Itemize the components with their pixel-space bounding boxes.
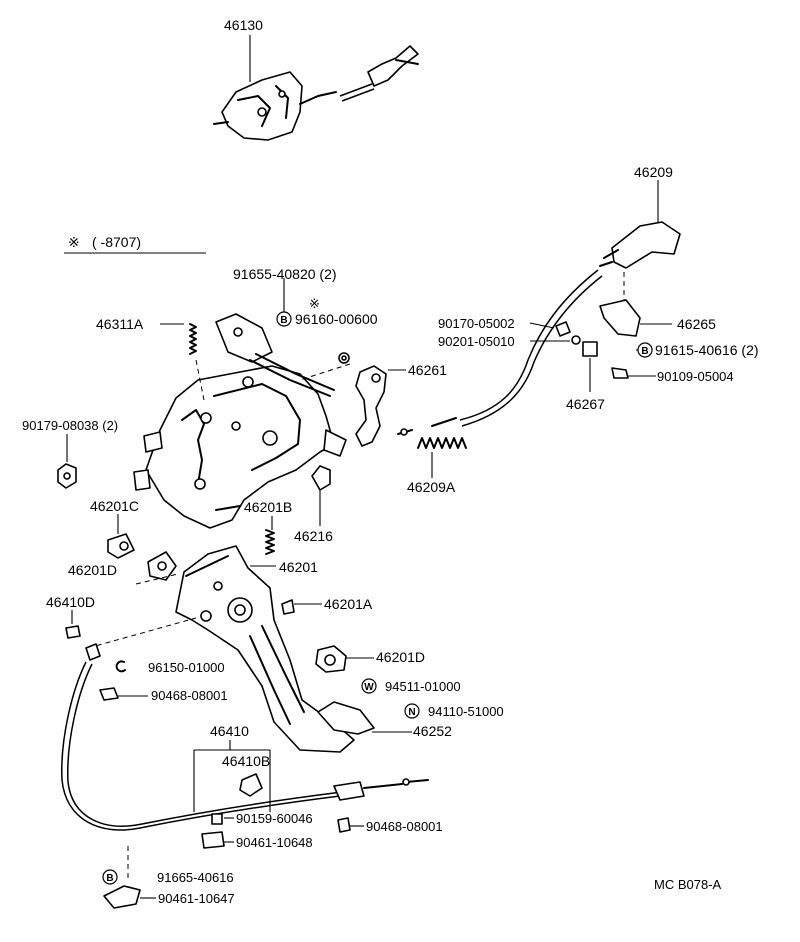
main-bracket-housing	[133, 365, 347, 529]
part-46201B-spring	[265, 516, 275, 555]
part-46410D-bolt	[65, 610, 81, 639]
label-90159-60046: 90159-60046	[236, 811, 313, 826]
label-90109-05004: 90109-05004	[657, 369, 734, 384]
label-91665-40616: 91665-40616	[157, 870, 234, 885]
symbol-b-91615: B	[637, 342, 653, 358]
part-46261-lever	[299, 363, 406, 447]
symbol-n-94110: N	[404, 703, 420, 719]
symbol-b-91665: B	[102, 869, 118, 885]
label-91615-40616: 91615-40616 (2)	[655, 342, 759, 358]
svg-text:B: B	[280, 315, 287, 326]
label-96150-01000: 96150-01000	[148, 660, 225, 675]
label-90461-10648: 90461-10648	[236, 835, 313, 850]
label-90461-10647: 90461-10647	[158, 891, 235, 906]
note-text: ( -8707)	[92, 234, 141, 250]
label-46410B: 46410B	[222, 753, 270, 769]
part-46201-pedal-arm	[135, 545, 355, 753]
label-46410D: 46410D	[46, 594, 95, 610]
part-90468-clip-b	[337, 817, 364, 833]
upper-mount-plate	[215, 278, 335, 397]
label-46130: 46130	[224, 17, 263, 33]
part-46201D-bushing-right	[315, 645, 374, 673]
part-96160-washer	[338, 352, 350, 364]
part-46216-stopper	[311, 465, 331, 526]
note-serial-range: ※ ( -8707)	[64, 234, 206, 254]
part-46201C-bushing	[107, 514, 135, 559]
label-46201D-lower: 46201D	[376, 649, 425, 665]
label-46201A: 46201A	[324, 596, 373, 612]
label-46201B: 46201B	[244, 499, 292, 515]
label-46265: 46265	[677, 316, 716, 332]
sheet-id: MC B078-A	[654, 877, 722, 892]
part-46130-assembly	[213, 35, 419, 141]
part-46252-pedal-pad	[317, 701, 412, 735]
label-46201C: 46201C	[90, 498, 139, 514]
label-46410: 46410	[210, 723, 249, 739]
label-46201D-upper: 46201D	[68, 562, 117, 578]
note-symbol: ※	[68, 234, 80, 250]
label-46209A: 46209A	[407, 479, 456, 495]
label-46261: 46261	[408, 362, 447, 378]
label-90170-05002: 90170-05002	[438, 316, 515, 331]
label-96160-00600: 96160-00600	[295, 311, 378, 327]
part-90179-nut	[57, 434, 77, 489]
part-46410-cable	[61, 617, 429, 831]
part-46201A-clip	[281, 599, 322, 615]
label-94511-01000: 94511-01000	[385, 679, 461, 694]
part-46209-cable	[397, 180, 681, 436]
label-46252: 46252	[413, 723, 452, 739]
part-46311A-spring	[160, 323, 205, 401]
svg-text:B: B	[106, 873, 113, 884]
part-90109-bolt	[611, 367, 656, 379]
svg-text:N: N	[408, 707, 415, 718]
part-46209A-spring	[417, 437, 467, 478]
symbol-b-91655: B	[276, 311, 292, 327]
label-46311A: 46311A	[96, 316, 144, 332]
label-90468-08001-lower: 90468-08001	[366, 819, 443, 834]
part-46265-bracket	[599, 299, 672, 337]
label-90468-08001-upper: 90468-08001	[151, 688, 228, 703]
svg-text:W: W	[364, 682, 374, 693]
label-46216: 46216	[294, 528, 333, 544]
svg-text:B: B	[641, 346, 648, 357]
part-90170-90201	[529, 321, 581, 345]
label-94110-51000: 94110-51000	[428, 704, 504, 719]
part-96150-90468	[99, 660, 148, 701]
label-46209: 46209	[634, 164, 673, 180]
part-90461-clamp-a	[201, 831, 234, 849]
part-46410B-grommet	[239, 773, 263, 797]
label-90179-08038: 90179-08038 (2)	[22, 418, 118, 433]
label-46267: 46267	[566, 396, 605, 412]
symbol-w-94511: W	[361, 678, 377, 694]
part-46267-clip	[582, 341, 598, 392]
label-46201: 46201	[279, 559, 318, 575]
label-90201-05010: 90201-05010	[438, 334, 515, 349]
part-90461-clamp-b	[103, 846, 156, 909]
part-46201D-bushing-left	[147, 551, 177, 581]
part-90159-clip	[211, 813, 234, 825]
star-symbol-96160: ※	[309, 296, 320, 311]
label-91655-40820: 91655-40820 (2)	[233, 266, 337, 282]
